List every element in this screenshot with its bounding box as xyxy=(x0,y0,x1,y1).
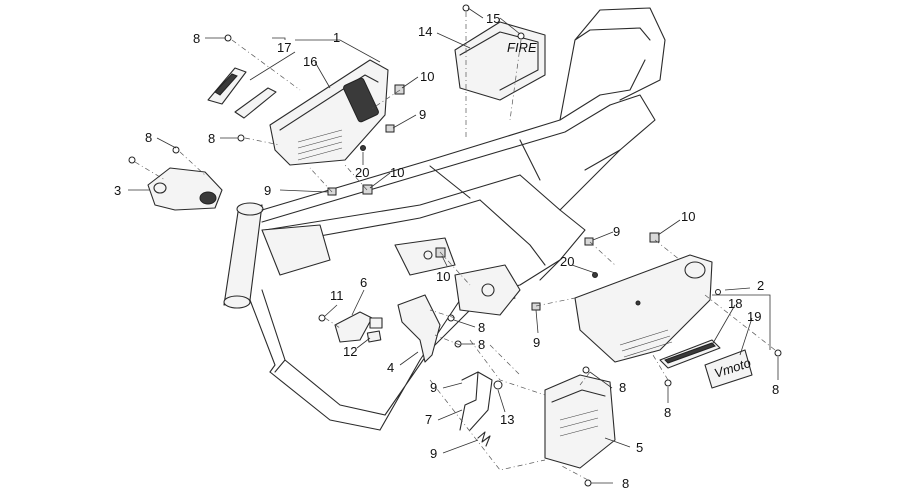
screw-8-i xyxy=(584,479,592,487)
frame-cross-tube-1 xyxy=(429,165,471,199)
callout-18: 18 xyxy=(728,296,742,311)
frame-rear-struts xyxy=(479,174,586,281)
screw-8-f xyxy=(582,366,590,374)
clip-9-a xyxy=(385,124,395,133)
engine-mount-hole xyxy=(423,250,433,260)
frame-rear-rail xyxy=(584,94,656,171)
callout-7: 7 xyxy=(425,412,432,427)
grommet-20-a xyxy=(360,145,366,151)
callout-19: 19 xyxy=(747,309,761,324)
callout-8-b: 8 xyxy=(208,131,215,146)
callout-8-e: 8 xyxy=(478,337,485,352)
callout-17: 17 xyxy=(277,40,291,55)
swingarm-pivot xyxy=(481,283,495,297)
callout-8-a: 8 xyxy=(193,31,200,46)
callout-5: 5 xyxy=(636,440,643,455)
callout-8-d: 8 xyxy=(478,320,485,335)
callout-10-d: 10 xyxy=(436,269,450,284)
nut-10-a xyxy=(394,84,405,95)
screw-15-b xyxy=(517,32,525,40)
callout-8-h: 8 xyxy=(772,382,779,397)
mount-bracket-part-7 xyxy=(459,371,493,431)
screw-8-d xyxy=(447,314,455,322)
pad-part-12 xyxy=(366,330,382,343)
callout-labels: 8 15 14 17 1 16 10 9 8 8 3 20 10 9 10 9 … xyxy=(114,11,779,491)
main-frame xyxy=(223,7,666,431)
steering-head-bottom xyxy=(223,295,251,309)
screw-8-h xyxy=(774,349,782,357)
assembly-lines xyxy=(134,12,776,481)
frame-cross-tube-2 xyxy=(519,139,541,181)
screw-8-g xyxy=(664,379,672,387)
spring-9 xyxy=(477,431,491,447)
callout-12: 12 xyxy=(343,344,357,359)
guard-part-4 xyxy=(397,294,441,363)
steering-head-top xyxy=(236,202,264,216)
callout-9-b: 9 xyxy=(264,183,271,198)
frame-down-tube-lower xyxy=(269,359,386,431)
callout-1: 1 xyxy=(333,30,340,45)
frame-top-tube xyxy=(261,94,611,223)
box-assembly-part-5 xyxy=(544,374,616,469)
nut-10-c xyxy=(649,232,660,243)
battery-tray: FIRE xyxy=(454,21,546,101)
left-side-cover xyxy=(269,59,389,166)
callout-10-c: 10 xyxy=(681,209,695,224)
callout-11: 11 xyxy=(330,288,344,303)
nut-10-b xyxy=(362,184,373,195)
swingarm-plate xyxy=(454,264,521,316)
head-tube-gusset xyxy=(261,224,331,276)
clip-9-c xyxy=(584,237,594,246)
callout-2: 2 xyxy=(757,278,764,293)
callout-20-a: 20 xyxy=(355,165,369,180)
steering-head-tube xyxy=(223,204,263,306)
engine-mount-bracket xyxy=(394,237,456,276)
callout-8-f: 8 xyxy=(619,380,626,395)
callout-10-b: 10 xyxy=(390,165,404,180)
screw-13 xyxy=(493,380,503,390)
callout-10-a: 10 xyxy=(420,69,434,84)
decal-17 xyxy=(207,67,247,105)
callout-15: 15 xyxy=(486,11,500,26)
callout-13: 13 xyxy=(500,412,514,427)
frame-down-tube xyxy=(249,289,286,373)
callout-9-a: 9 xyxy=(419,107,426,122)
screw-8-b xyxy=(237,134,245,142)
callout-9-d: 9 xyxy=(533,335,540,350)
decal-18 xyxy=(659,339,721,369)
decal-19: Vmoto xyxy=(704,349,753,389)
callout-8-i: 8 xyxy=(622,476,629,491)
callout-8-g: 8 xyxy=(664,405,671,420)
bracket-part-6 xyxy=(334,311,383,343)
frame-rear-loop xyxy=(559,7,666,121)
callout-20-b: 20 xyxy=(560,254,574,269)
callout-6: 6 xyxy=(360,275,367,290)
right-side-cover xyxy=(574,254,713,363)
screw-right-cover xyxy=(715,289,721,295)
callout-9-f: 9 xyxy=(430,446,437,461)
callout-14: 14 xyxy=(418,24,432,39)
cowl-part-3 xyxy=(147,167,223,211)
screw-8-c xyxy=(172,146,180,154)
screw-11 xyxy=(318,314,326,322)
callout-9-c: 9 xyxy=(613,224,620,239)
callout-9-e: 9 xyxy=(430,380,437,395)
screw-cowl xyxy=(128,156,136,164)
screw-15 xyxy=(462,4,470,12)
clip-9-d xyxy=(531,302,541,311)
grommet-20-b xyxy=(592,272,598,278)
callout-16: 16 xyxy=(303,54,317,69)
decal-16 xyxy=(234,87,277,119)
frame-cross-tube-3 xyxy=(559,149,621,211)
callout-8-c: 8 xyxy=(145,130,152,145)
leader-lines xyxy=(128,7,779,484)
callout-4: 4 xyxy=(387,360,394,375)
callout-3: 3 xyxy=(114,183,121,198)
tray-logo-text: FIRE xyxy=(507,40,537,55)
